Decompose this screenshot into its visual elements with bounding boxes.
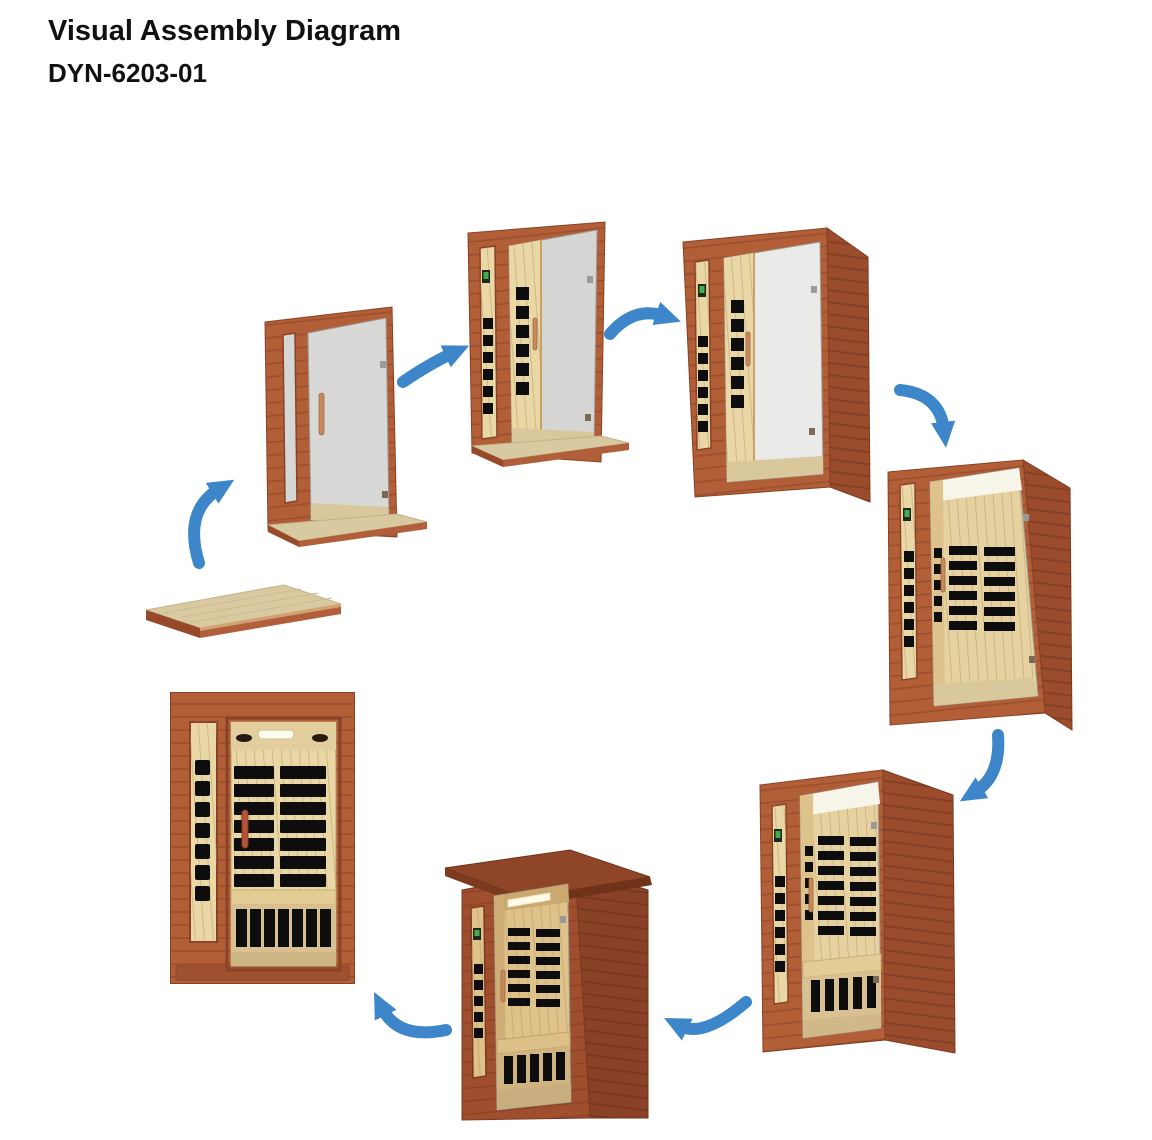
floor-panel-illustration <box>145 584 342 638</box>
assembly-step-7-roof-installed <box>438 844 658 1124</box>
assembly-step-1-floor-panel <box>138 576 350 640</box>
arrow-step2-to-step3 <box>395 336 473 392</box>
curved-arrow-icon <box>604 301 681 340</box>
curved-arrow-icon <box>397 345 470 388</box>
arrow-step6-to-step7 <box>656 992 758 1050</box>
curved-arrow-icon <box>894 384 956 448</box>
three-walls-illustration <box>682 227 871 503</box>
arrow-step1-to-step2 <box>175 473 253 571</box>
cabin-with-roof-illustration <box>444 849 652 1121</box>
cabin-with-back-illustration <box>887 459 1073 731</box>
arrow-step5-to-step6 <box>953 726 1015 810</box>
curved-arrow-icon <box>188 479 235 569</box>
curved-arrow-icon <box>664 996 752 1041</box>
page-title: Visual Assembly Diagram <box>48 15 401 47</box>
assembly-step-4-right-wall-added <box>676 224 874 509</box>
front-wall-illustration <box>264 306 428 547</box>
assembly-step-3-left-wall-added <box>459 218 635 470</box>
assembly-step-6-bench-installed <box>755 766 957 1057</box>
model-number: DYN-6203-01 <box>48 58 207 89</box>
two-walls-illustration <box>467 221 630 467</box>
arrow-step4-to-step5 <box>888 378 962 458</box>
assembly-step-8-completed-sauna <box>170 692 355 984</box>
document-header: Visual Assembly Diagram DYN-6203-01 <box>48 12 401 91</box>
completed-sauna-illustration <box>170 692 355 984</box>
curved-arrow-icon <box>374 992 452 1039</box>
assembly-step-2-front-wall <box>256 301 434 547</box>
assembly-step-5-back-wall-added <box>883 456 1079 737</box>
curved-arrow-icon <box>959 729 1005 802</box>
arrow-step3-to-step4 <box>602 300 682 350</box>
cabin-with-bench-illustration <box>759 769 956 1054</box>
arrow-step7-to-step8 <box>358 978 454 1052</box>
